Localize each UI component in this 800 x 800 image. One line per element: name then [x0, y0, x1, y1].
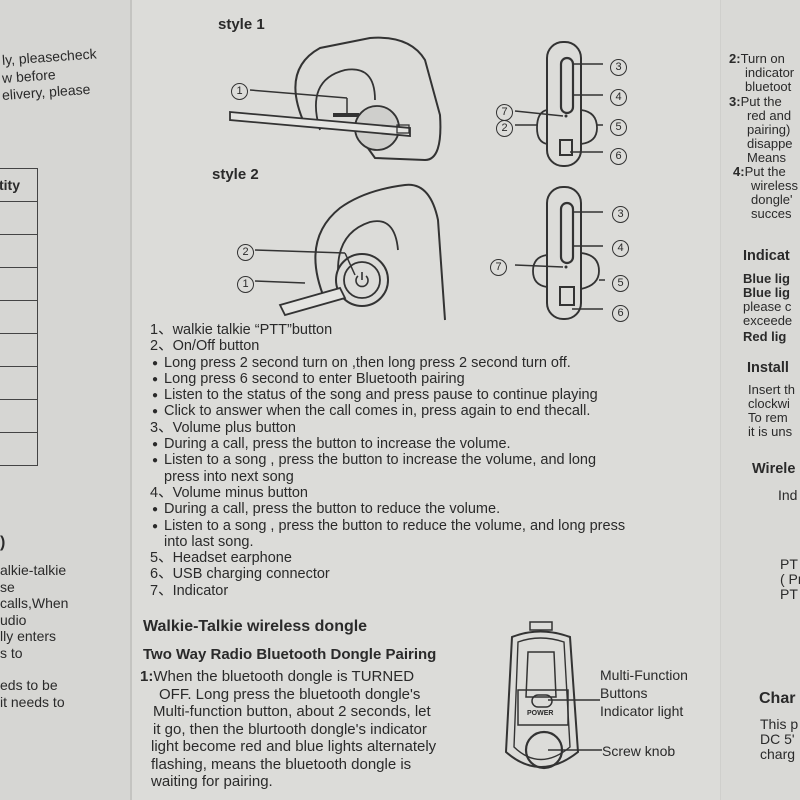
style2-label: style 2	[212, 166, 259, 183]
power-label: POWER	[527, 710, 554, 717]
step-line: Multi-function button, about 2 seconds, …	[153, 703, 431, 720]
ptt-text: PT ( Pr PT	[780, 556, 800, 602]
callout-3: 3	[612, 204, 629, 223]
callout-5: 5	[612, 273, 629, 292]
left-text-line: ly, pleasecheck	[1, 45, 98, 68]
bullet: During a call, press the button to reduc…	[150, 501, 710, 519]
spacer	[0, 661, 68, 677]
table-row	[0, 234, 38, 268]
right-step-2: 2:Turn on indicator bluetoot	[729, 51, 795, 94]
left-text-line: lly enters	[0, 628, 57, 644]
quantity-table: tity	[0, 168, 38, 466]
table-row	[0, 267, 38, 301]
table-row	[0, 300, 38, 334]
step-line: light become red and blue lights alterna…	[151, 738, 437, 755]
callout-screw-knob: Screw knob	[602, 743, 676, 759]
left-text-line: calls,When	[0, 595, 69, 611]
install-text: Insert th clockwi To rem it is uns	[748, 382, 795, 439]
part-item-4: 4、Volume minus button	[150, 484, 308, 501]
style1-headset-side-icon	[229, 36, 442, 162]
style1-headset-front-icon	[514, 41, 603, 167]
part-item-5: 5、Headset earphone	[150, 550, 292, 567]
wireless-heading: Wirele	[752, 461, 796, 477]
left-text-line: s to	[0, 644, 23, 661]
part-item-7: 7、Indicator	[150, 582, 229, 599]
left-text-line: eds to be	[0, 677, 58, 693]
table-row	[0, 432, 38, 466]
step-number: 1:	[140, 668, 154, 685]
bullet: Long press 2 second turn on ,then long p…	[150, 355, 710, 373]
charge-text: This p DC 5' charg	[760, 716, 799, 762]
right-page-panel: 2:Turn on indicator bluetoot 3:Put the r…	[720, 0, 800, 800]
bullet: Listen to a song , press the button to i…	[150, 452, 710, 470]
charge-heading: Char	[759, 690, 796, 707]
callout-7: 7	[490, 257, 507, 276]
bullet-continuation: into last song.	[164, 533, 254, 550]
style1-label: style 1	[218, 16, 265, 33]
pairing-subtitle: Two Way Radio Bluetooth Dongle Pairing	[143, 646, 437, 663]
bullet: Listen to a song , press the button to r…	[150, 518, 710, 536]
step-line: OFF. Long press the bluetooth dongle's	[159, 685, 421, 703]
right-step-3: 3:Put the red and pairing) disappe Means	[729, 94, 793, 165]
pairing-step-1: 1:When the bluetooth dongle is TURNED OF…	[140, 668, 490, 791]
table-row	[0, 333, 38, 367]
callout-4: 4	[610, 87, 627, 106]
parts-list: 1、walkie talkie “PTT”button 2、On/Off but…	[150, 322, 710, 599]
callout-5: 5	[610, 117, 627, 136]
left-bottom-text: alkie-talkie se calls,When udio lly ente…	[0, 562, 68, 710]
callout-1: 1	[231, 81, 248, 100]
dongle-callout-lines	[548, 699, 602, 751]
style2-headset-side-icon	[278, 183, 446, 321]
callout-indicator-light: Indicator light	[600, 703, 684, 719]
left-text-line: se	[0, 578, 15, 595]
bullet: Click to answer when the call comes in, …	[150, 403, 710, 421]
callout-1: 1	[237, 274, 254, 293]
table-row	[0, 366, 38, 400]
indicator-heading: Indicat	[743, 248, 790, 264]
part-item-1: 1、walkie talkie “PTT”button	[150, 322, 333, 338]
left-heading-fragment: )	[0, 534, 6, 551]
left-page-panel: ly, pleasecheck w before elivery, please…	[0, 0, 132, 800]
indicator-list: Blue lig Blue lig please c exceede Red l…	[743, 271, 793, 344]
callout-2: 2	[237, 242, 254, 261]
install-heading: Install	[747, 360, 789, 376]
step-line: waiting for pairing.	[151, 773, 273, 790]
table-row	[0, 201, 38, 235]
wireless-sub: Ind	[778, 487, 798, 503]
style2-headset-front-icon	[514, 186, 605, 320]
dongle-section-title: Walkie-Talkie wireless dongle	[143, 618, 368, 635]
bullet-continuation: press into next song	[164, 468, 294, 485]
table-header-quantity: tity	[0, 168, 38, 202]
step-line: flashing, means the bluetooth dongle is	[151, 755, 412, 773]
callout-6: 6	[612, 303, 629, 322]
bullet: Long press 6 second to enter Bluetooth p…	[150, 371, 710, 389]
table-row	[0, 399, 38, 433]
callout-6: 6	[610, 146, 627, 165]
callout-2: 2	[496, 118, 513, 137]
part-item-3: 3、Volume plus button	[150, 419, 296, 436]
step-line: it go, then the blurtooth dongle's indic…	[153, 720, 427, 738]
bullet: Listen to the status of the song and pre…	[150, 387, 710, 405]
callout-3: 3	[610, 57, 627, 76]
style2-callout-lines	[254, 249, 356, 284]
left-text-line: alkie-talkie	[0, 562, 67, 578]
part-item-2: 2、On/Off button	[150, 338, 260, 355]
callout-multifunction-buttons: Multi-Function Buttons	[600, 667, 688, 701]
left-text-line: it needs to	[0, 693, 65, 710]
bullet: During a call, press the button to incre…	[150, 436, 710, 454]
callout-4: 4	[612, 238, 629, 257]
left-text-line: udio	[0, 611, 27, 628]
part-item-6: 6、USB charging connector	[150, 566, 330, 583]
right-step-4: 4:Put the wireless dongle' succes	[733, 164, 798, 221]
